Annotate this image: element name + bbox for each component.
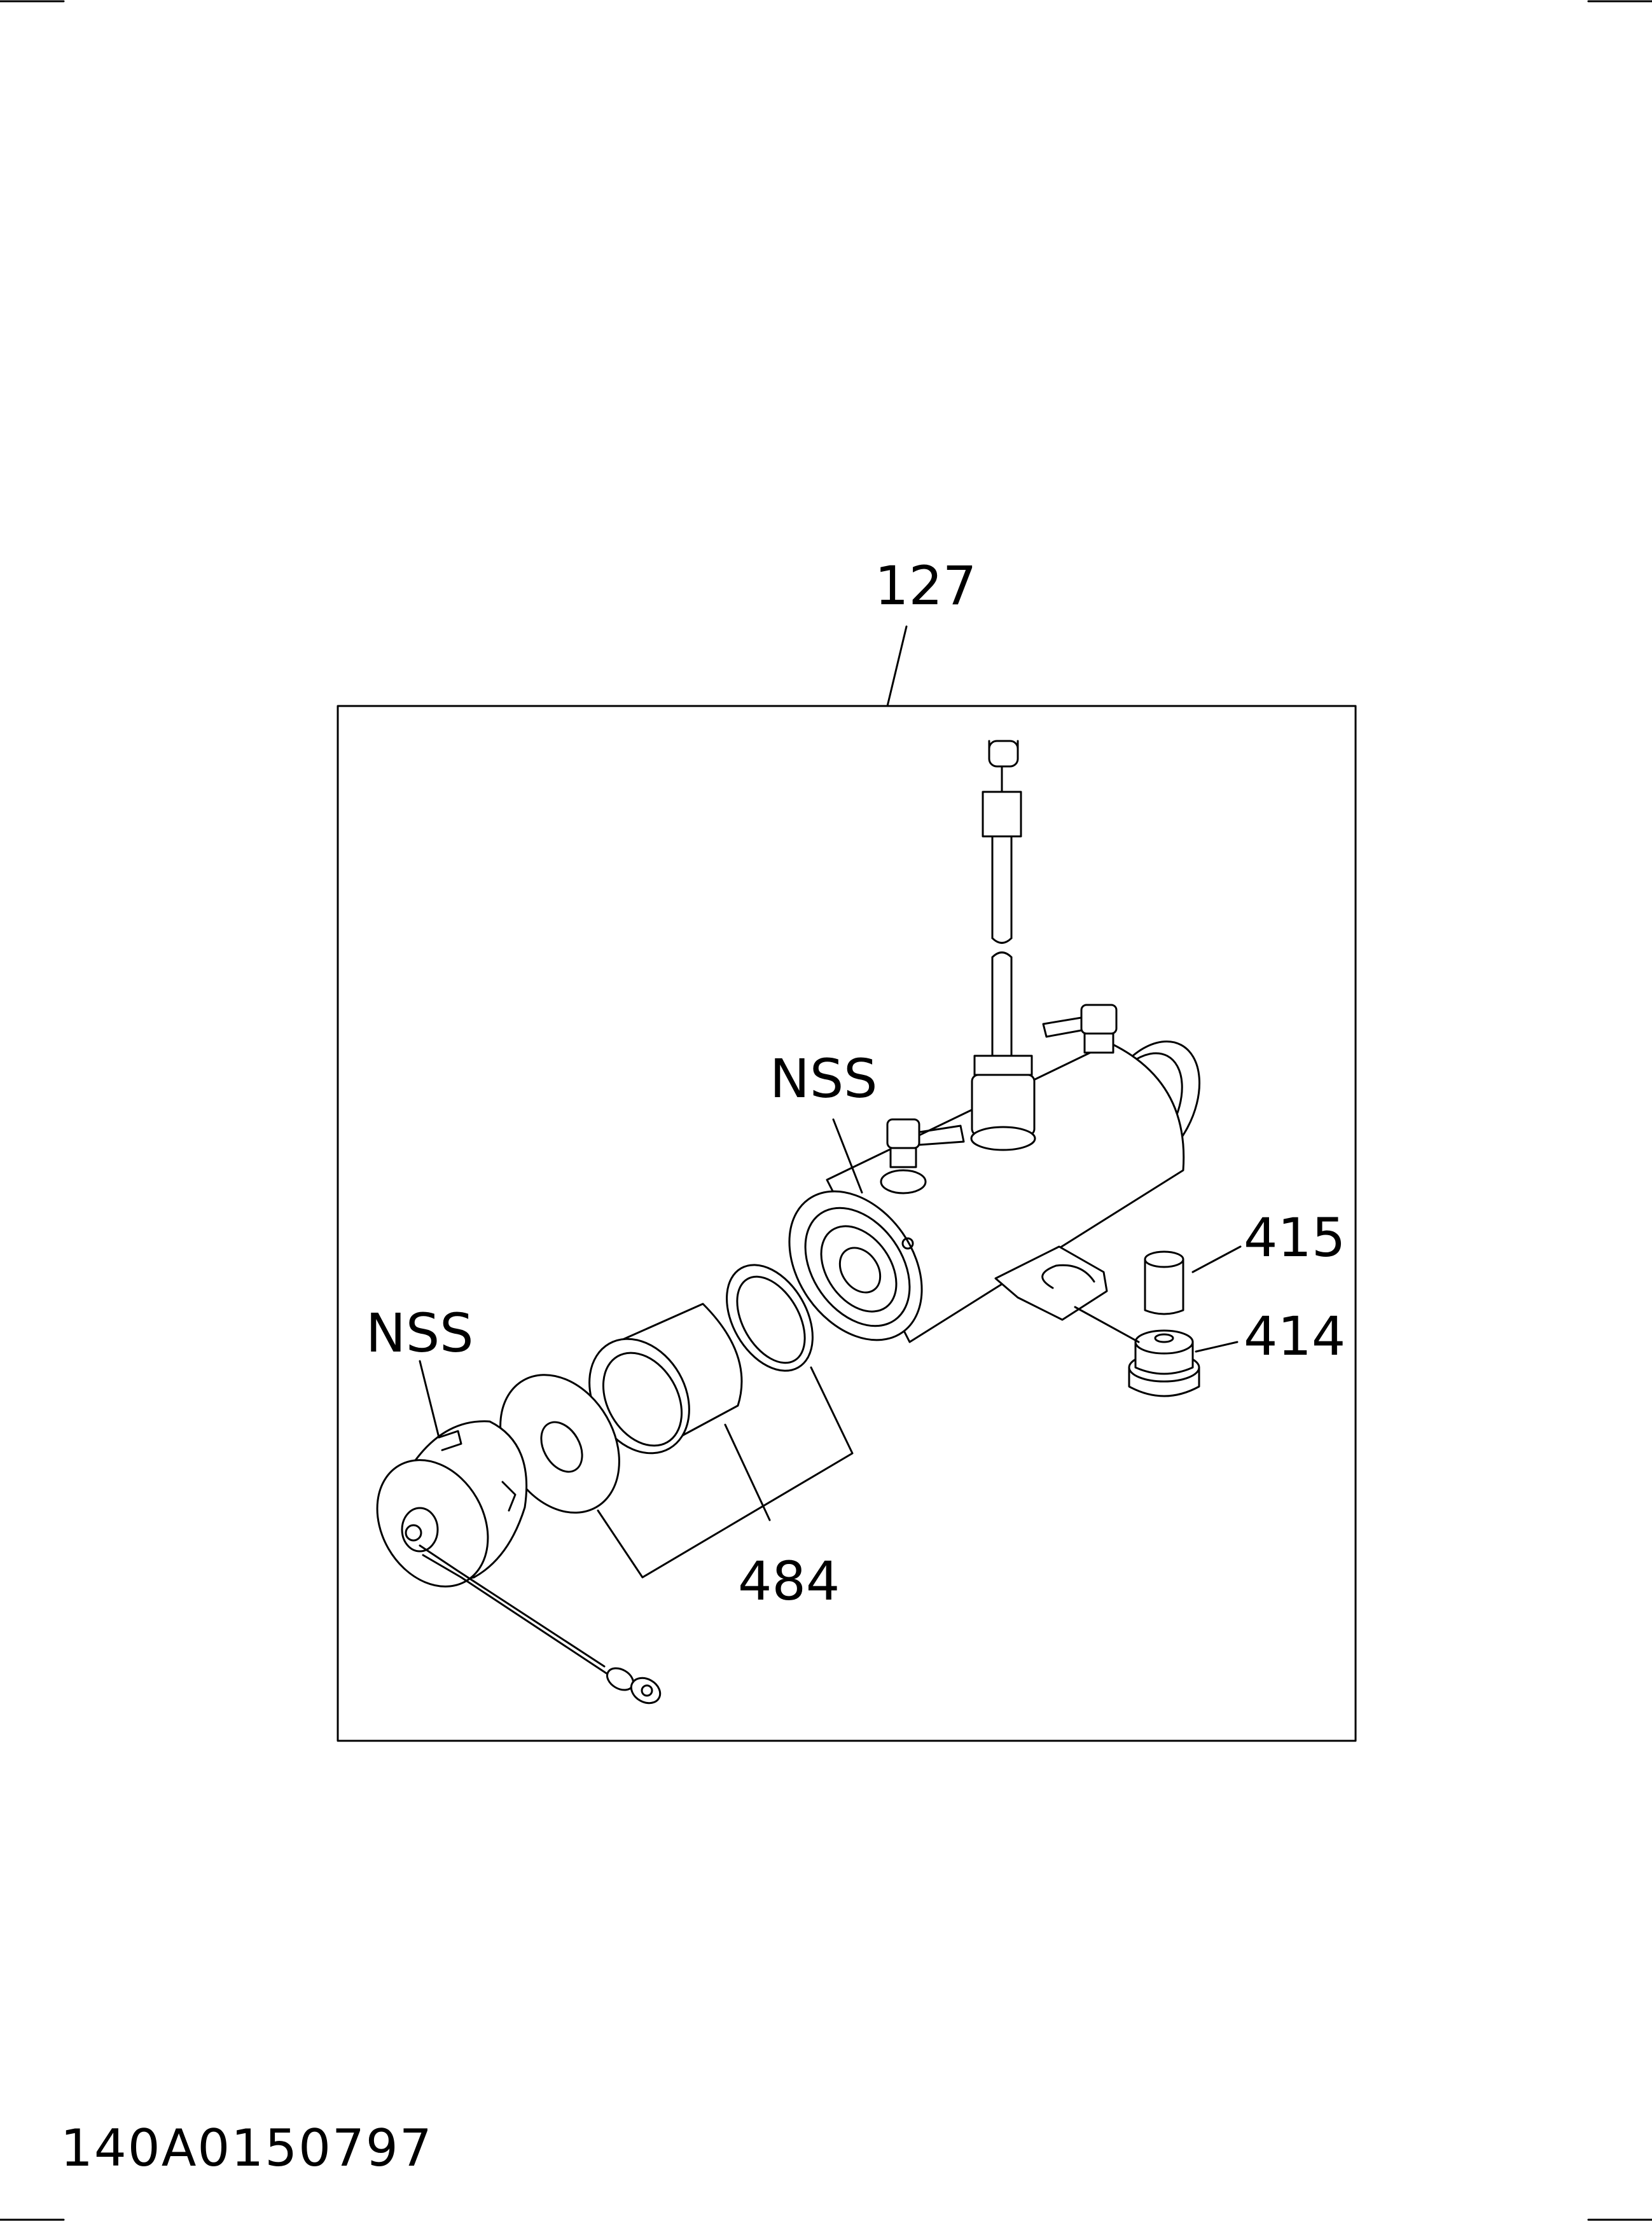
assembly-frame [337,705,1357,1742]
label-414: 414 [1244,1305,1345,1367]
pump-body [788,1004,1201,1343]
fuel-tube [970,740,1036,1151]
label-nss-lower: NSS [366,1302,473,1364]
label-nss-upper: NSS [770,1048,877,1110]
label-127: 127 [875,555,976,617]
filter-element [588,1303,743,1455]
end-cover [376,1420,662,1705]
grommet-414 [1128,1329,1200,1397]
seal-rings [726,1264,814,1372]
label-415: 415 [1244,1207,1345,1269]
leader-lines [419,1118,1242,1579]
leader-127 [886,625,908,707]
drawing-code: 140A0150797 [60,2119,433,2178]
spacer-415 [1144,1250,1184,1315]
label-484: 484 [738,1550,840,1612]
